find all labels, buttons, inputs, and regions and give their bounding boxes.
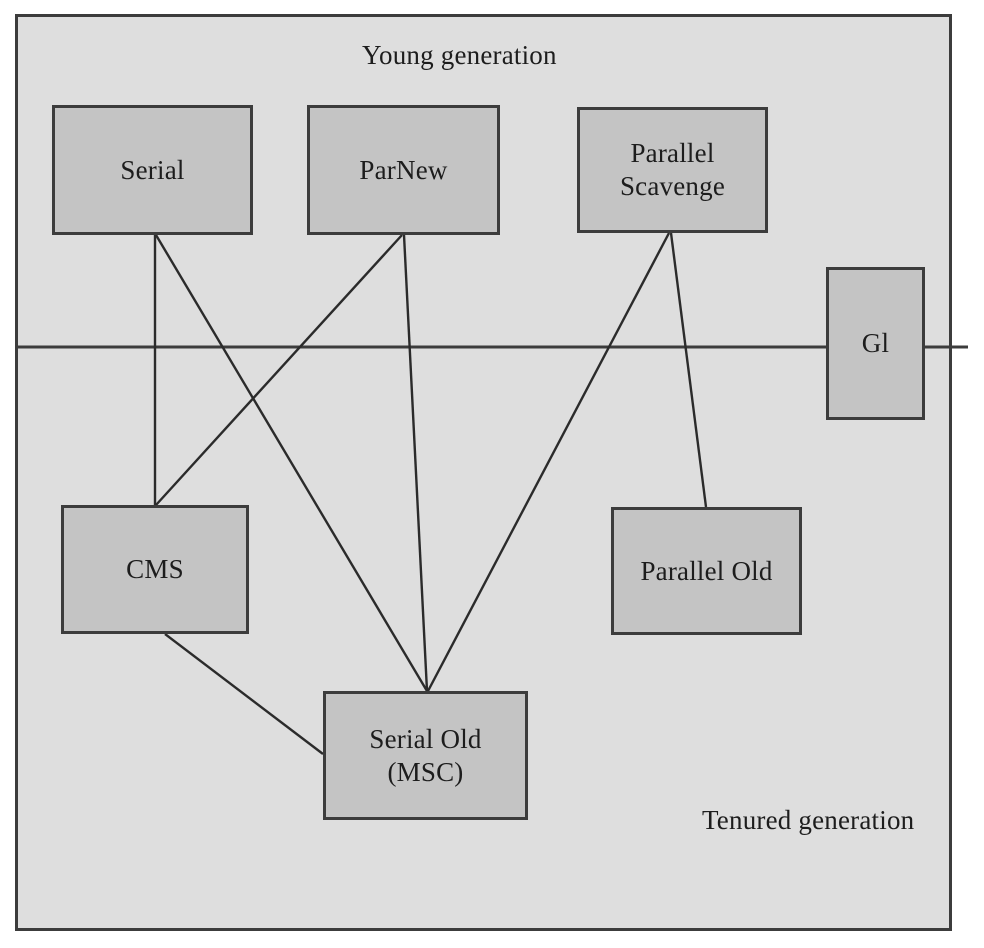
region-label-tenured-generation: Tenured generation <box>702 805 915 835</box>
node-cms-label: CMS <box>126 554 184 585</box>
node-serial[interactable]: Serial <box>52 105 253 235</box>
node-parallel-scavenge-label-line1: Parallel <box>630 138 715 169</box>
node-g1[interactable]: Gl <box>826 267 925 420</box>
node-g1-label: Gl <box>861 328 890 359</box>
node-serial-old[interactable]: Serial Old (MSC) <box>323 691 528 820</box>
node-cms[interactable]: CMS <box>61 505 249 634</box>
node-parallel-scavenge-label-line2: Scavenge <box>619 171 726 201</box>
node-serial-label: Serial <box>120 154 185 185</box>
node-parallel-old[interactable]: Parallel Old <box>611 507 802 635</box>
region-label-young-generation: Young generation <box>362 40 557 70</box>
node-parnew-label: ParNew <box>359 154 448 185</box>
node-serial-old-label-line2: (MSC) <box>387 756 464 787</box>
node-parnew[interactable]: ParNew <box>307 105 500 235</box>
node-serial-old-label-line1: Serial Old <box>369 723 482 754</box>
node-parallel-scavenge[interactable]: Parallel Scavenge <box>577 107 768 233</box>
node-parallel-old-label: Parallel Old <box>640 555 773 586</box>
